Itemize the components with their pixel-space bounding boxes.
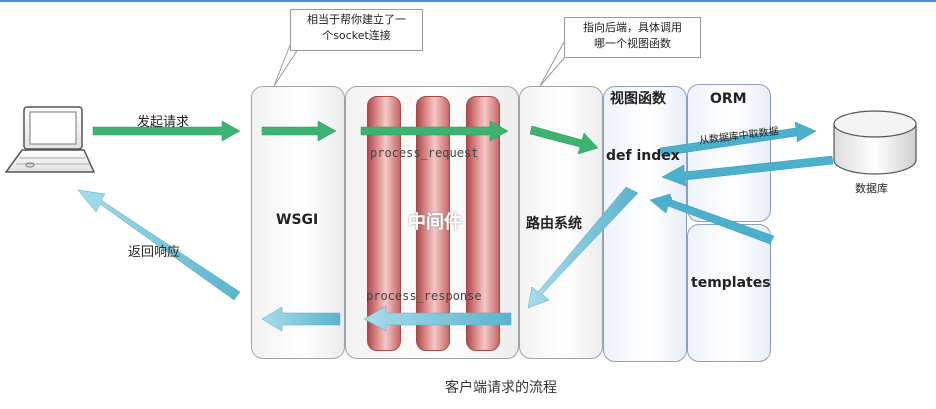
return-response-label: 返回响应 [128,245,181,260]
process-request-label: process_request [370,146,479,160]
laptop-icon [4,106,96,173]
route-callout-line1: 指向后端，具体调用 [583,21,682,34]
middleware-request-arrow [360,120,509,142]
orm-label: ORM [710,91,747,107]
orm-to-db-arrow [659,121,817,157]
orm-panel [687,84,771,222]
top-accent-line [0,0,936,2]
send-request-label: 发起请求 [137,115,190,130]
database-label: 数据库 [855,182,888,195]
diagram-caption: 客户端请求的流程 [445,380,557,396]
middleware-response-arrow [363,305,512,332]
wsgi-to-middleware-arrow [261,120,337,142]
templates-to-view-arrow [649,193,775,245]
wsgi-callout-line1: 相当于帮你建立了一 [307,13,406,26]
def-index-label: def index [606,148,680,164]
return-response-arrow [77,189,241,301]
wsgi-label: WSGI [276,212,319,228]
route-to-view-arrow [529,125,599,155]
wsgi-response-arrow [261,306,341,332]
templates-panel [687,224,771,362]
route-callout: 指向后端，具体调用 哪一个视图函数 [564,17,701,58]
wsgi-callout-line2: 个socket连接 [322,29,391,42]
send-request-arrow [92,120,241,142]
view-functions-label: 视图函数 [610,91,666,107]
routing-label: 路由系统 [526,216,582,232]
process-response-label: process_response [366,289,482,303]
templates-label: templates [691,275,771,291]
route-callout-line2: 哪一个视图函数 [594,37,671,50]
wsgi-callout: 相当于帮你建立了一 个socket连接 [290,9,423,51]
db-to-view-arrow [661,155,834,187]
middleware-label: 中间件 [408,212,462,233]
view-to-route-response-arrow [527,186,639,309]
database-cylinder-icon [833,110,917,175]
middleware-bar-2 [416,96,450,351]
view-functions-panel [603,86,687,362]
